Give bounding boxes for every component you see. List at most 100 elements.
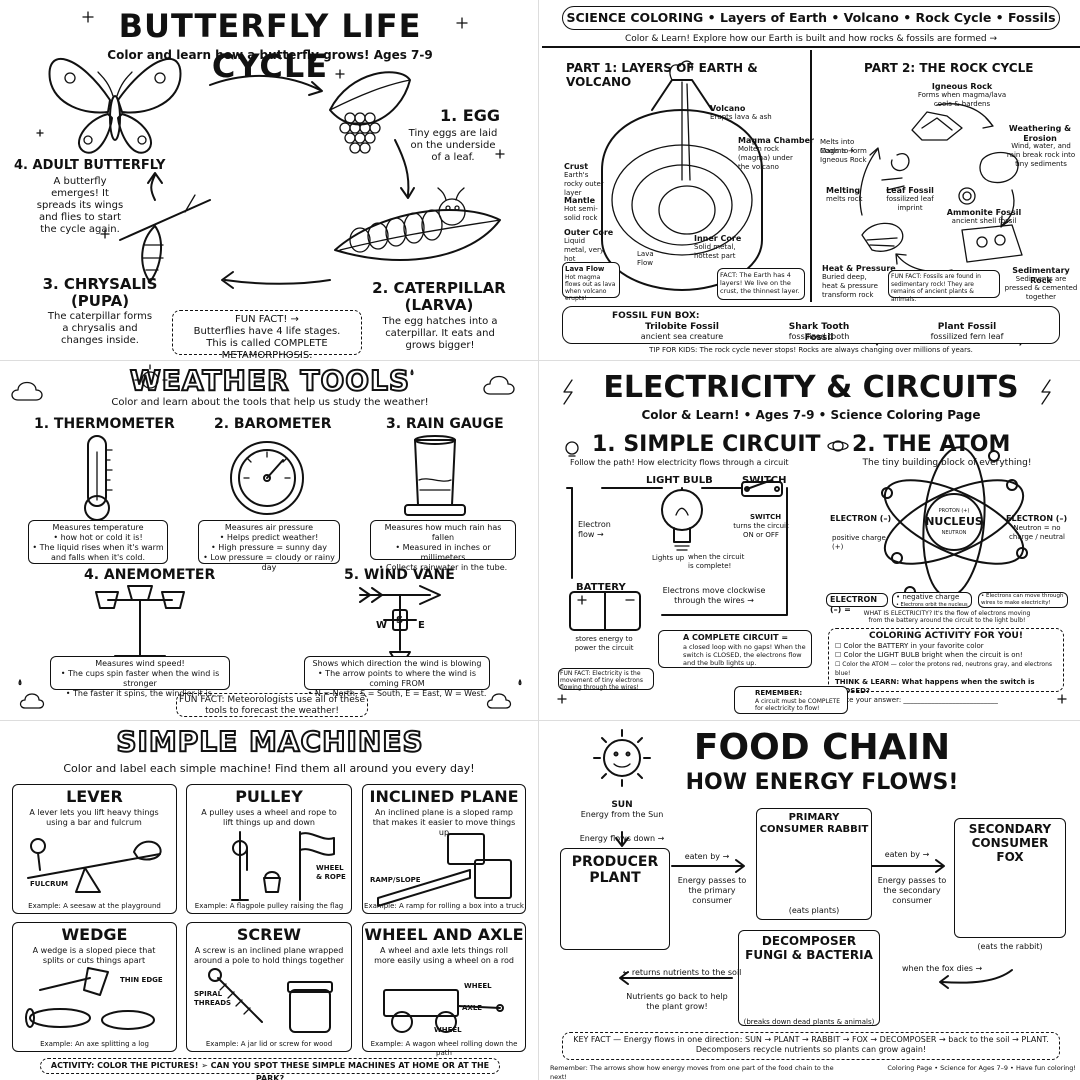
melting-label: Melting (826, 186, 861, 195)
thermometer-desc1: Measures temperature (52, 523, 144, 532)
machines-activity-banner: ACTIVITY: COLOR THE PICTURES! ➢ CAN YOU … (40, 1058, 500, 1080)
leaf-fossil-label: Leaf Fossil (886, 186, 934, 195)
pulley-title: PULLEY (235, 787, 303, 806)
rain-gauge-desc-box: Measures how much rain has fallen • Meas… (370, 520, 516, 572)
incline-label: RAMP/SLOPE (370, 876, 421, 884)
butterfly-title: BUTTERFLY LIFE CYCLE (118, 7, 422, 85)
lava-box-title: Lava Flow (565, 265, 605, 273)
thermometer-title: 1. THERMOMETER (34, 416, 175, 432)
wheel-label-2: WHEEL (434, 1026, 462, 1034)
electricity-panel: ELECTRICITY & CIRCUITS Color & Learn! • … (542, 360, 1080, 720)
wedge-label: THIN EDGE (120, 976, 163, 984)
flows-down: Energy flows down → (579, 834, 665, 843)
anemometer-title: 4. ANEMOMETER (84, 567, 216, 583)
complete-label: when the circuit is complete! (688, 553, 745, 570)
eaten-by-1: eaten by → (684, 852, 730, 861)
plant-fossil-label: Plant Fossil (937, 322, 997, 332)
magma-label: Magma Chamber (738, 136, 815, 145)
screw-card (186, 922, 352, 1052)
atom-icon (881, 446, 1028, 598)
rain-gauge-icon (404, 435, 466, 516)
activity-title: COLORING ACTIVITY FOR YOU! (869, 631, 1023, 641)
header-rule (542, 46, 1080, 48)
barometer-desc2: • Helps predict weather! (219, 533, 319, 542)
screw-desc: A screw is an inclined plane wrapped aro… (194, 946, 344, 965)
electron-right-desc: Neutron = no charge / neutral (1009, 524, 1065, 541)
atom-title: 2. THE ATOM (852, 432, 1011, 457)
wheel-card (362, 922, 526, 1052)
electron-flow-label: Electron flow → (578, 520, 611, 539)
wheel-example: Example: A wagon wheel rolling down the … (370, 1040, 518, 1057)
fox-card (954, 818, 1066, 938)
rain-gauge-desc1: Measures how much rain has fallen (384, 523, 502, 542)
weather-drawings (11, 364, 522, 709)
horizontal-divider-2 (0, 720, 1080, 721)
lava-box-desc: Hot magma flows out as lava when volcano… (565, 274, 616, 302)
part-divider (810, 50, 812, 302)
part2-title: PART 2: THE ROCK CYCLE (864, 61, 1034, 75)
weathering-label: Weathering & Erosion (1008, 124, 1072, 143)
electricity-drawings (557, 379, 1067, 704)
outer-core-desc: Liquid metal, very hot (564, 237, 605, 263)
wheel-label-1: WHEEL (464, 982, 492, 990)
crust-label: Crust (564, 162, 589, 171)
eaten-by-2: eaten by → (884, 850, 930, 859)
electron-eq-label: ELECTRON (–) = (826, 593, 888, 614)
axle-label: AXLE (462, 1004, 483, 1012)
lever-example: Example: A seesaw at the playground (28, 902, 161, 910)
rock-cycle-tip: TIP FOR KIDS: The rock cycle never stops… (649, 346, 973, 354)
complete-circuit-desc: a closed loop with no gaps! When the swi… (683, 643, 806, 667)
wind-vane-desc1: Shows which direction the wind is blowin… (312, 659, 482, 668)
pulley-desc: A pulley uses a wheel and rope to lift t… (201, 808, 337, 827)
incline-title: INCLINED PLANE (369, 787, 519, 806)
volcano-desc: Erupts lava & ash (710, 113, 772, 121)
decomposer-card (738, 930, 880, 1026)
sun-label: SUN (611, 800, 633, 810)
sedimentary-label: Sedimentary Rock (1012, 266, 1070, 285)
light-bulb-icon (661, 487, 703, 551)
lights-up-label: Lights up (652, 554, 685, 562)
producer-label: PRODUCER PLANT (571, 854, 659, 886)
cycle-arrows (147, 75, 415, 289)
rain-gauge-desc3: • Collects rainwater in the tube. (378, 563, 508, 572)
inner-core-label: Inner Core (694, 234, 742, 243)
shark-desc: fossilized tooth (788, 332, 850, 341)
food-footer: Coloring Page • Science for Ages 7–9 • H… (887, 1064, 1076, 1072)
food-chain-panel: FOOD CHAIN HOW ENERGY FLOWS! (542, 720, 1080, 1080)
what-is-electricity: WHAT IS ELECTRICITY? It's the flow of el… (863, 610, 1031, 624)
barometer-title: 2. BAROMETER (214, 416, 332, 432)
earth-subtitle: Color & Learn! Explore how our Earth is … (624, 34, 998, 44)
fun-fact-line1: Butterflies have 4 life stages. (193, 326, 341, 337)
switch-sub-label: SWITCH (750, 513, 782, 521)
switch-desc: turns the circuit ON or OFF (733, 522, 789, 539)
melting-desc: melts rock (826, 195, 863, 203)
remember-desc: A circuit must be COMPLETE for electrici… (755, 698, 841, 712)
key-fact-box: KEY FACT — Energy flows in one direction… (562, 1032, 1060, 1060)
lever-title: LEVER (66, 787, 123, 806)
ammonite-label: Ammonite Fossil (946, 208, 1022, 217)
rain-gauge-title: 3. RAIN GAUGE (386, 416, 504, 432)
thermometer-desc3: • The liquid rises when it's warm and fa… (32, 543, 164, 562)
food-remember: Remember: The arrows show how energy mov… (550, 1064, 834, 1080)
incline-desc: An inclined plane is a sloped ramp that … (372, 808, 516, 837)
mantle-label: Mantle (564, 196, 596, 205)
weather-subtitle: Color and learn about the tools that hel… (111, 397, 429, 408)
butterfly-fun-fact-box: FUN FACT! → Butterflies have 4 life stag… (172, 310, 362, 360)
wedge-title: WEDGE (61, 925, 128, 944)
complete-circuit-title: A COMPLETE CIRCUIT = (683, 633, 789, 642)
complete-circuit-box: A COMPLETE CIRCUIT = a closed loop with … (658, 630, 812, 668)
circuit-title: 1. SIMPLE CIRCUIT (592, 432, 821, 457)
leaf-with-eggs-icon (329, 71, 411, 154)
battery-desc: stores energy to power the circuit (574, 635, 634, 652)
thermometer-desc2: • how hot or cold it is! (53, 533, 143, 542)
egg-title: 1. EGG (440, 106, 500, 125)
battery-label: BATTERY (576, 582, 626, 593)
key-fact-line1: KEY FACT — Energy flows in one direction… (573, 1035, 1049, 1044)
electricity-decorations (557, 379, 1067, 704)
move-through-box: • Electrons can move through wires to ma… (978, 592, 1068, 608)
wind-vane-desc-box: Shows which direction the wind is blowin… (304, 656, 490, 698)
barometer-desc4: • Low pressure = cloudy or rainy day (203, 553, 335, 572)
earth-title: SCIENCE COLORING • Layers of Earth • Vol… (562, 6, 1060, 30)
earth-layers-icon (601, 60, 763, 291)
key-fact-line2: Decomposers recycle nutrients so plants … (695, 1045, 927, 1054)
